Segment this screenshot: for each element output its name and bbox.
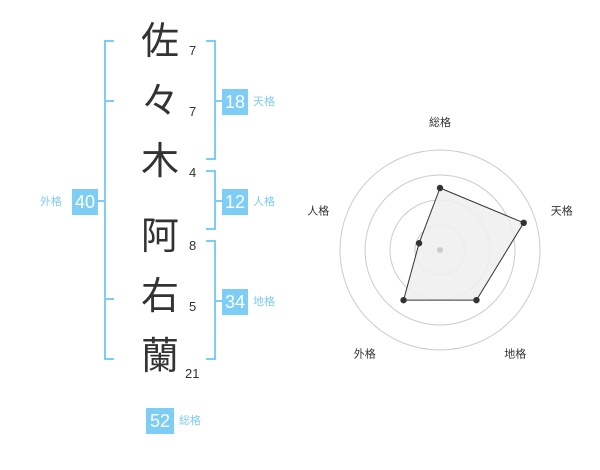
jinkaku-label: 人格 bbox=[253, 195, 275, 208]
radar-point-3 bbox=[473, 296, 480, 304]
soukaku-score: 52 bbox=[146, 408, 174, 434]
radar-axis-label-2: 天格 bbox=[551, 203, 573, 217]
radar-ring bbox=[339, 149, 541, 351]
tenkaku-label: 天格 bbox=[253, 95, 275, 108]
name-char-5: 右 bbox=[140, 274, 179, 318]
stroke-count-3: 4 bbox=[189, 165, 197, 180]
radar-ring bbox=[364, 174, 516, 326]
gaikaku-label: 外格 bbox=[40, 195, 62, 208]
stroke-count-5: 5 bbox=[189, 299, 197, 314]
gaikaku-score: 40 bbox=[72, 189, 98, 215]
name-char-2: 々 bbox=[140, 79, 179, 123]
soukaku-label: 総格 bbox=[179, 414, 201, 427]
radar-point-2 bbox=[520, 219, 527, 227]
chikaku-label: 地格 bbox=[253, 295, 275, 308]
stroke-count-1: 7 bbox=[189, 43, 197, 58]
stroke-count-2: 7 bbox=[189, 104, 197, 119]
name-char-6: 蘭 bbox=[140, 334, 179, 378]
radar-center bbox=[437, 247, 443, 253]
radar-point-4 bbox=[400, 296, 407, 304]
radar-axis-label-1: 総格 bbox=[429, 115, 451, 129]
name-char-4: 阿 bbox=[140, 214, 179, 258]
radar-point-5 bbox=[415, 240, 423, 247]
radar-point-1 bbox=[436, 184, 444, 192]
radar-axis-label-5: 人格 bbox=[307, 203, 329, 217]
radar-area bbox=[402, 187, 525, 301]
stroke-count-4: 8 bbox=[189, 238, 197, 253]
stroke-count-6: 21 bbox=[185, 366, 200, 381]
radar-axis-label-3: 地格 bbox=[504, 347, 526, 361]
radar-axis-label-4: 外格 bbox=[354, 347, 376, 361]
name-char-1: 佐 bbox=[140, 19, 179, 63]
tenkaku-score: 18 bbox=[222, 89, 248, 115]
jinkaku-score: 12 bbox=[222, 189, 248, 215]
name-char-3: 木 bbox=[140, 139, 179, 183]
chikaku-score: 34 bbox=[222, 289, 248, 315]
